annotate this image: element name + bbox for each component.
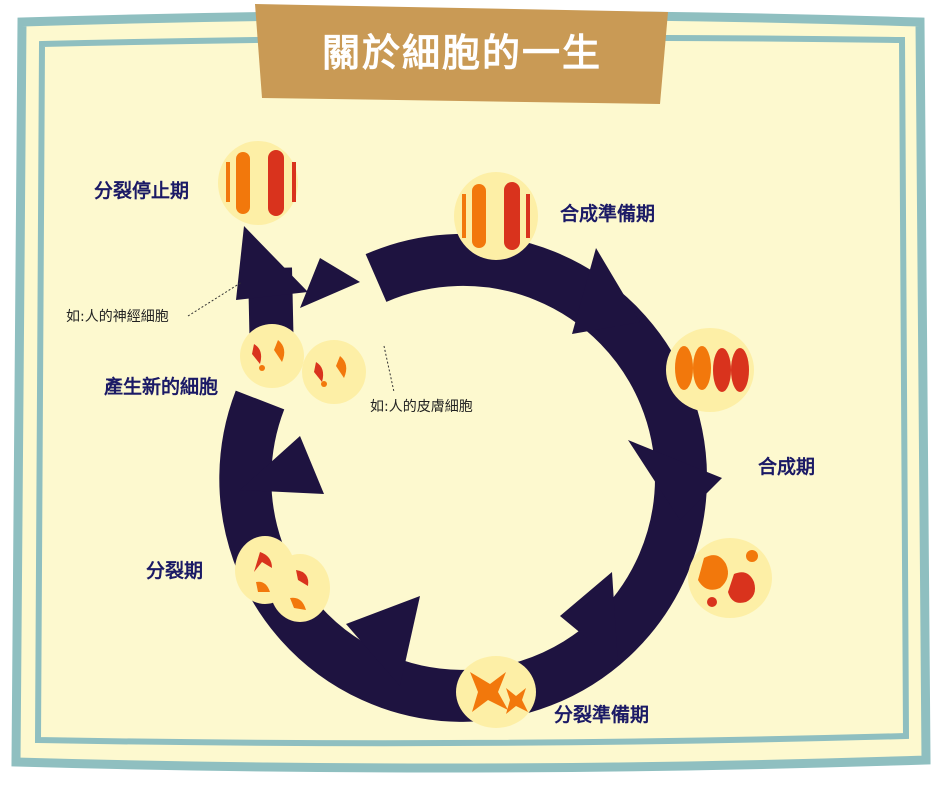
arrowhead-g2-m <box>560 572 618 664</box>
arrowhead-recycle <box>300 258 360 308</box>
arrowhead-g0 <box>236 226 308 300</box>
note-nerve-cell: 如:人的神經細胞 <box>66 309 169 325</box>
arrowhead-g1-s <box>572 248 640 334</box>
note-skin-cell: 如:人的皮膚細胞 <box>370 399 473 415</box>
page-title: 關於細胞的一生 <box>321 31 602 75</box>
nerve-note-leader <box>187 281 243 317</box>
arrowhead-m-new <box>346 596 420 686</box>
title-banner <box>255 4 668 104</box>
cell-s <box>666 328 754 412</box>
stage-label-g2: 分裂準備期 <box>554 704 650 726</box>
stage-label-s: 合成期 <box>758 456 816 478</box>
cell-m <box>235 536 330 622</box>
cell-g2 <box>688 538 772 618</box>
cell-m-prep <box>456 656 536 728</box>
cell-new-2 <box>302 340 366 404</box>
cell-new-1 <box>240 324 304 388</box>
stage-label-g1: 合成準備期 <box>560 203 656 225</box>
cell-g1 <box>454 172 538 260</box>
stage-label-g0: 分裂停止期 <box>94 180 190 202</box>
stage-label-new-cells: 產生新的細胞 <box>104 376 219 398</box>
arrowhead-s-g2 <box>628 440 722 520</box>
cell-g0 <box>218 141 298 225</box>
stage-label-m: 分裂期 <box>146 560 204 582</box>
arrowhead-up <box>240 436 324 494</box>
